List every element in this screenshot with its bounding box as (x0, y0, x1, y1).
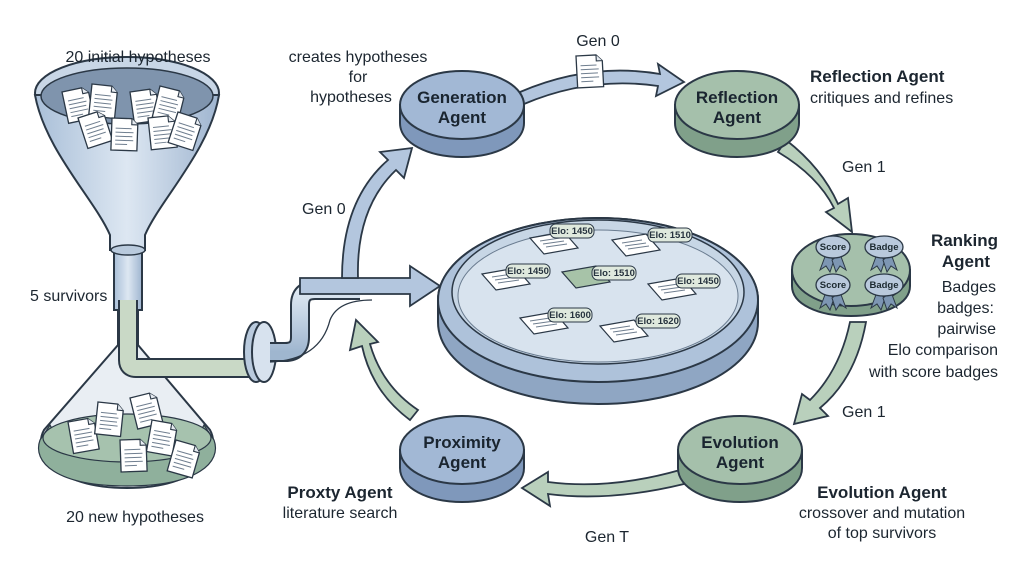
dish-doc: Elo: 1600 (519, 307, 593, 335)
reflection-agent-disc: Reflection Agent (674, 70, 800, 159)
funnel-top-label: 20 initial hypotheses (66, 49, 211, 66)
badge-label: Badge (869, 242, 898, 253)
badge-label: Badge (869, 280, 898, 291)
score-badge: Score (815, 273, 851, 312)
generation-desc-3: hypotheses (310, 89, 392, 106)
gen-label-bottom: Gen T (585, 529, 629, 546)
ranking-desc-3: pairwise (937, 321, 996, 338)
dish-doc-highlight: Elo: 1510 (560, 265, 637, 289)
evolution-agent-title-2: Agent (716, 453, 765, 472)
funnel-bottom-label: 20 new hypotheses (66, 509, 204, 526)
arrow-to-generation (341, 146, 414, 279)
petri-dish (437, 217, 759, 406)
proximity-agent-title-1: Proximity (423, 433, 501, 452)
gen-label-left: Gen 0 (302, 201, 346, 218)
ranking-desc-5: with score badges (868, 364, 998, 381)
proximity-agent-title-2: Agent (438, 453, 487, 472)
generation-agent-title-2: Agent (438, 108, 487, 127)
evolution-agent-title-1: Evolution (701, 433, 778, 452)
generation-desc-2: for (349, 69, 368, 86)
funnel-middle-label: 5 survivors (30, 288, 107, 305)
badge-badge: Badge (864, 235, 904, 274)
badge-label: Score (820, 242, 846, 253)
ranking-heading-2: Agent (942, 252, 991, 271)
evolution-heading: Evolution Agent (817, 483, 947, 502)
arrow-reflection-to-ranking (776, 138, 854, 235)
dish-doc: Elo: 1450 (529, 223, 595, 255)
badge-badge: Badge (864, 273, 904, 312)
proximity-agent-disc: Proximity Agent (399, 415, 525, 504)
elo-tag: Elo: 1510 (593, 268, 635, 279)
reflection-agent-title-1: Reflection (696, 88, 778, 107)
ranking-desc-4: Elo comparison (888, 342, 998, 359)
badge-label: Score (820, 280, 846, 291)
evolution-desc-1: crossover and mutation (799, 505, 965, 522)
elo-tag: Elo: 1450 (507, 266, 549, 277)
elo-tag: Elo: 1510 (649, 230, 691, 241)
gen-label-top: Gen 0 (576, 33, 620, 50)
reflection-desc: critiques and refines (810, 90, 953, 107)
survivor-pipe (118, 280, 373, 383)
ranking-heading-1: Ranking (931, 231, 998, 250)
reflection-agent-title-2: Agent (713, 108, 762, 127)
dish-doc: Elo: 1450 (481, 263, 551, 291)
generation-desc-1: creates hypotheses (289, 49, 428, 66)
generation-agent-disc: Generation Agent (399, 70, 525, 159)
dish-doc: Elo: 1620 (599, 313, 681, 343)
arrow-generation-to-reflection (518, 53, 686, 106)
dish-doc: Elo: 1510 (611, 227, 693, 257)
elo-tag: Elo: 1450 (551, 226, 593, 237)
arrow-proximity-to-dish (348, 318, 420, 422)
generation-agent-title-1: Generation (417, 88, 507, 107)
gen-label-right-1: Gen 1 (842, 159, 886, 176)
evolution-desc-2: of top survivors (828, 525, 936, 542)
arrow-evolution-to-proximity (520, 468, 686, 508)
proximity-desc: literature search (283, 505, 398, 522)
dish-documents: Elo: 1450 Elo: 1510 Elo: 1450 Elo: 1510 … (481, 223, 721, 343)
elo-tag: Elo: 1620 (637, 316, 679, 327)
ranking-desc-1: Badges (942, 279, 996, 296)
proximity-heading: Proxty Agent (287, 483, 393, 502)
dish-doc: Elo: 1450 (647, 273, 721, 301)
gen-label-right-2: Gen 1 (842, 404, 886, 421)
arrow-pipe-to-dish (299, 264, 442, 308)
funnel (33, 56, 221, 311)
score-badge: Score (815, 235, 851, 274)
ranking-agent-disc: Score Badge Score Badge (791, 233, 911, 318)
elo-tag: Elo: 1600 (549, 310, 591, 321)
evolution-agent-disc: Evolution Agent (677, 415, 803, 504)
elo-tag: Elo: 1450 (677, 276, 719, 287)
ranking-desc-2: badges: (937, 300, 994, 317)
flask (38, 309, 216, 490)
arrow-ranking-to-evolution (792, 321, 868, 426)
reflection-heading: Reflection Agent (810, 67, 945, 86)
